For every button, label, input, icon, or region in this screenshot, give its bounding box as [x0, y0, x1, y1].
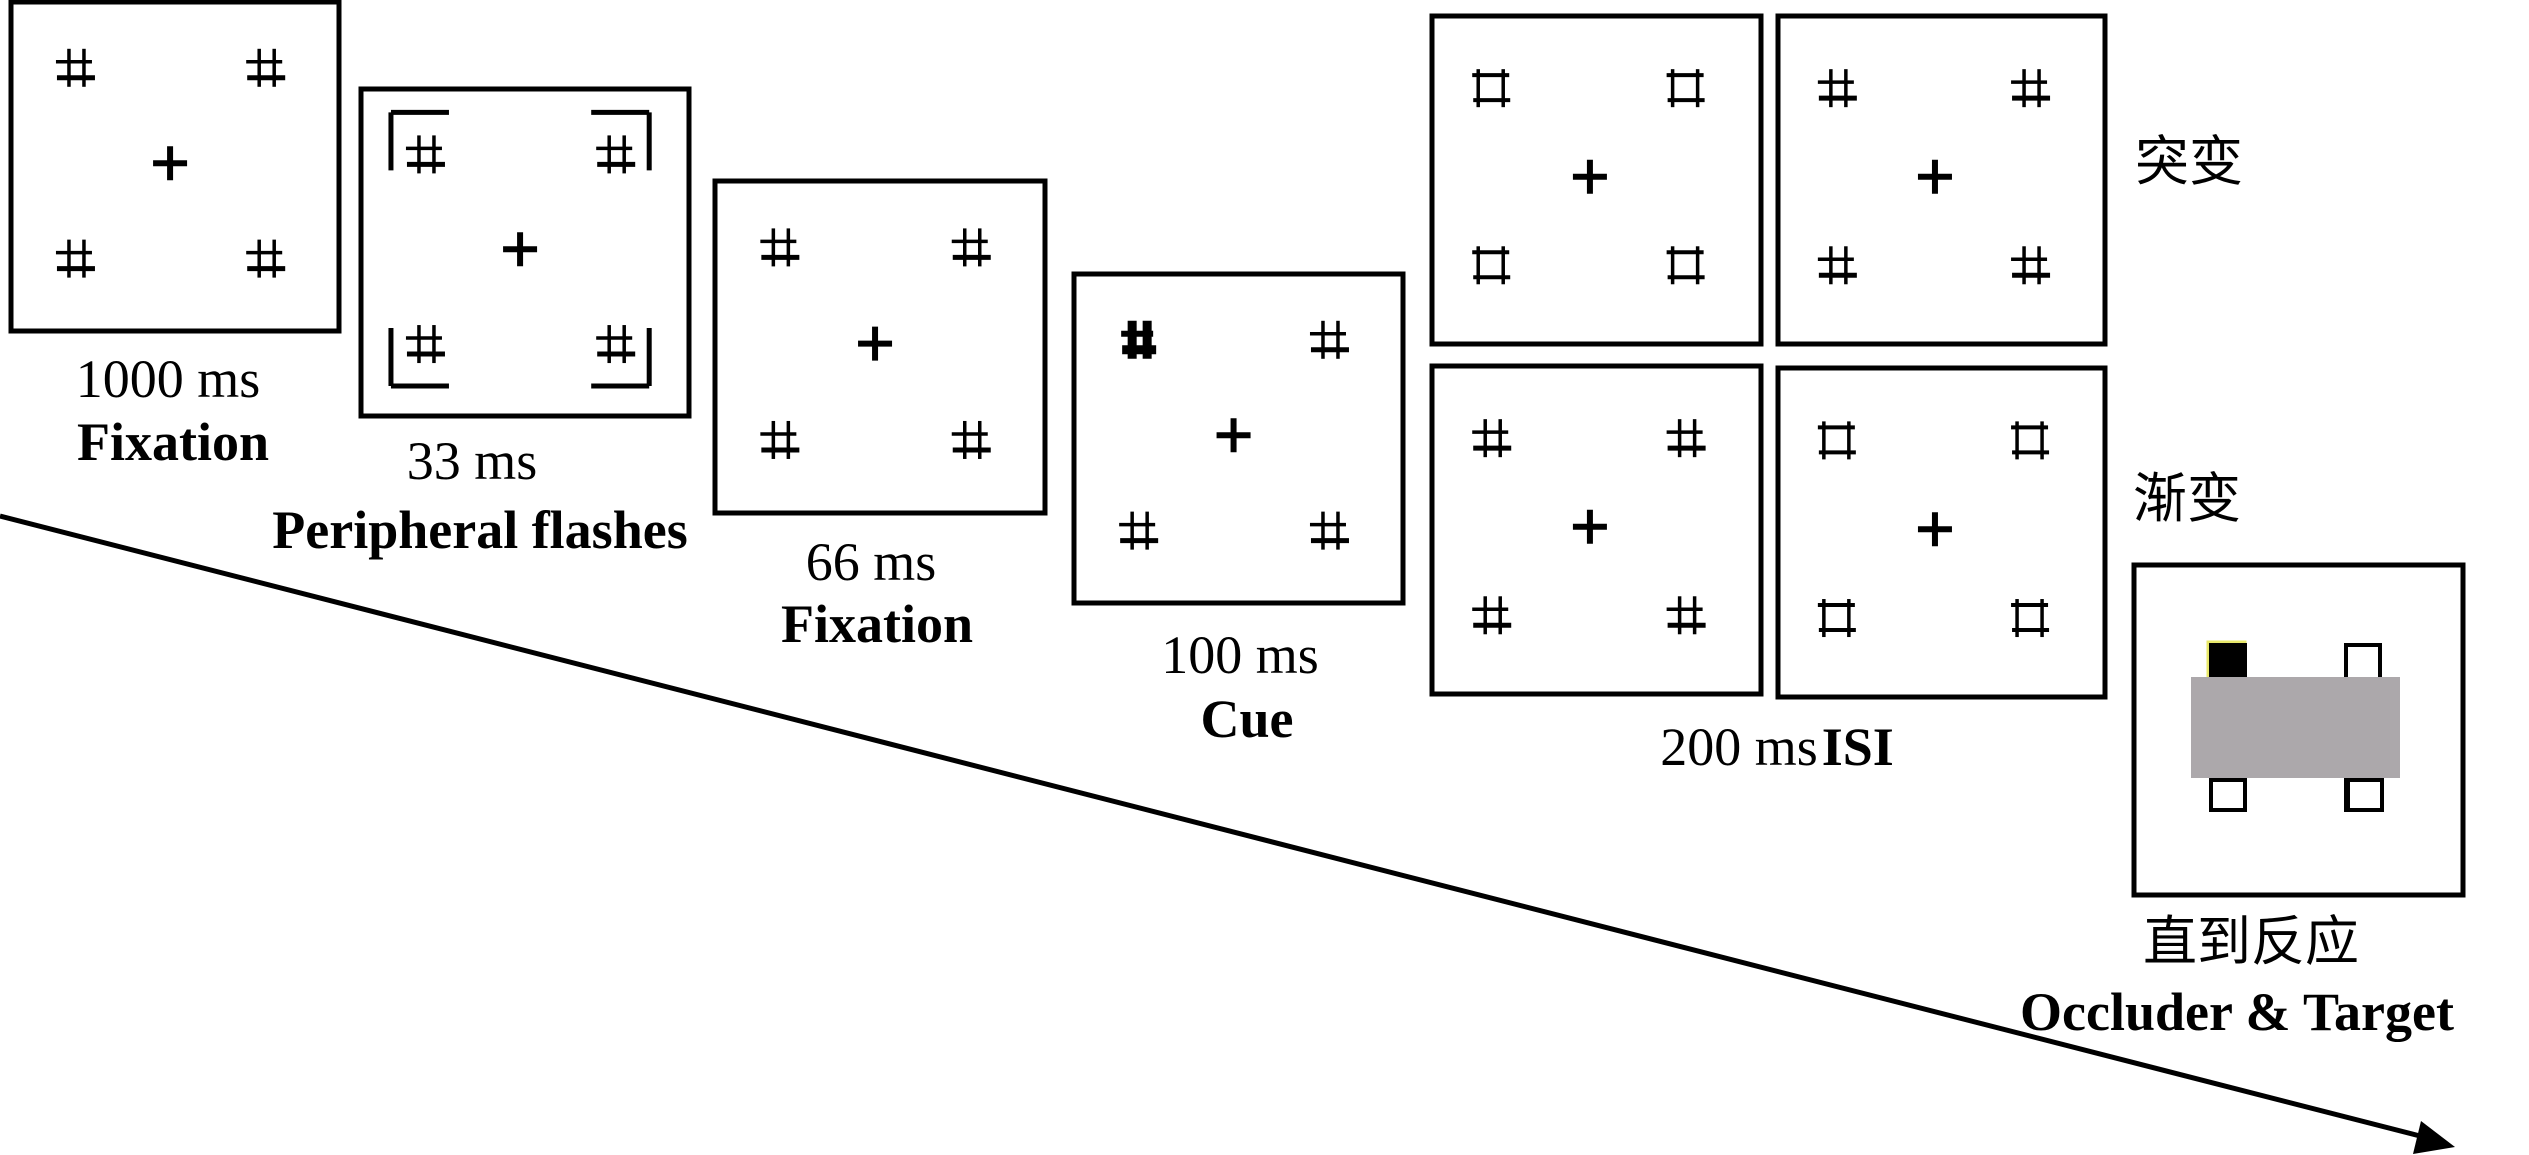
open-square-placeholder [1817, 421, 1856, 460]
isi-label: 200 ms ISI [1660, 720, 1894, 774]
open-square-placeholder [1472, 246, 1511, 285]
frame-occluder-target [2131, 562, 2466, 898]
hash-placeholder [1119, 511, 1159, 550]
hash-placeholder [1472, 419, 1512, 458]
frame-3-name: Fixation [780, 594, 974, 654]
open-square-placeholder [1817, 599, 1856, 638]
open-square-placeholder [1666, 246, 1705, 285]
isi-condition-gradual-label: 渐变 [2133, 467, 2241, 530]
frame-fixation-1 [8, 0, 342, 334]
frame-2-duration: 33 ms [406, 431, 538, 491]
open-square-placeholder [1666, 69, 1705, 108]
isi-panel-gradual-1-border [1429, 363, 1764, 697]
frame-1-name: Fixation [76, 412, 270, 472]
isi-panel-gradual-2 [1775, 365, 2108, 700]
hash-placeholder [1309, 511, 1349, 550]
open-square-placeholder [2011, 421, 2050, 460]
hash-placeholder [951, 420, 991, 459]
frame-1-duration: 1000 ms [75, 349, 261, 409]
isi-panel-abrupt-1 [1429, 13, 1764, 347]
hash-placeholder [405, 325, 445, 364]
isi-panel-abrupt-2-border [1775, 13, 2108, 347]
frame-4-name: Cue [1200, 689, 1294, 749]
occluder-bar [2191, 677, 2400, 778]
isi-panel-gradual-2-border [1775, 365, 2108, 700]
hash-placeholder [55, 239, 95, 278]
hash-placeholder [2011, 69, 2051, 108]
frame-peripheral-flashes-border [358, 86, 692, 419]
frame-fixation-1-border [8, 0, 342, 334]
peripheral-flash-brackets [388, 109, 652, 389]
isi-condition-abrupt-label: 突变 [2135, 130, 2243, 193]
hash-placeholder [246, 239, 286, 278]
isi-panel-abrupt-1-border [1429, 13, 1764, 347]
frame-occluder-target-border [2131, 562, 2466, 898]
hash-placeholder [596, 325, 636, 364]
frame-2-name: Peripheral flashes [272, 500, 688, 560]
timeline-arrow-line [0, 513, 2421, 1139]
target-frame-en-label: Occluder & Target [2020, 982, 2454, 1042]
isi-name: ISI [1821, 717, 1894, 777]
hash-placeholder [246, 48, 286, 87]
hash-placeholder [1817, 69, 1857, 108]
hash-placeholder [1666, 596, 1706, 635]
open-square-placeholder [1472, 69, 1511, 108]
hash-placeholder [55, 48, 95, 87]
placeholder-rectangle-bottom-right [2346, 778, 2384, 812]
placeholder-rectangle-bottom-left [2209, 778, 2247, 812]
hash-placeholder [760, 228, 800, 267]
hash-placeholder [1817, 246, 1857, 285]
arrow-right-icon [2413, 1121, 2455, 1154]
hash-placeholder [760, 420, 800, 459]
hash-placeholder [1666, 419, 1706, 458]
timeline-arrow [0, 513, 2455, 1154]
hash-placeholder [1472, 596, 1512, 635]
isi-duration: 200 ms [1660, 717, 1818, 777]
hash-placeholder [1309, 320, 1349, 359]
hash-placeholder [951, 228, 991, 267]
target-frame-cn-label: 直到反应 [2143, 910, 2359, 973]
frame-fixation-2 [712, 178, 1048, 516]
hash-placeholder [2011, 246, 2051, 285]
frame-cue [1071, 271, 1406, 606]
hash-placeholder [405, 135, 445, 174]
hash-placeholder [596, 135, 636, 174]
frame-4-duration: 100 ms [1161, 625, 1319, 685]
cue-hash-placeholder [1121, 320, 1157, 359]
frame-cue-border [1071, 271, 1406, 606]
isi-panel-abrupt-2 [1775, 13, 2108, 347]
isi-panel-gradual-1 [1429, 363, 1764, 697]
frame-fixation-2-border [712, 178, 1048, 516]
frame-3-duration: 66 ms [805, 532, 937, 592]
open-square-placeholder [2011, 599, 2050, 638]
frame-peripheral-flashes [358, 86, 692, 419]
